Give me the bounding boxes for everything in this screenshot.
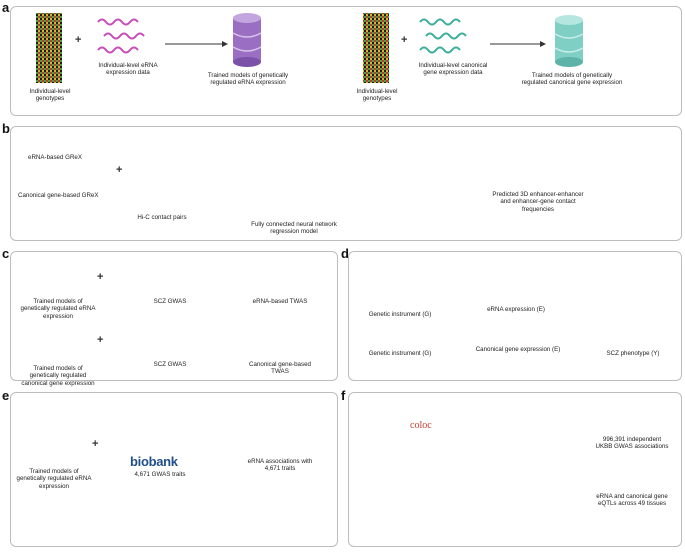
d-gi1-caption: Genetic instrument (G) [368, 311, 432, 318]
f-eqtl-caption: eRNA and canonical gene eQTLs across 49 … [596, 493, 668, 508]
panel-b [10, 126, 682, 241]
panel-e-label: e [2, 388, 10, 403]
f-ukbb-caption: 996,391 independent UKBB GWAS associatio… [595, 436, 669, 451]
panel-f-label: f [341, 388, 346, 403]
canon-expression-caption: Individual-level canonical gene expressi… [418, 62, 488, 77]
predicted-label: Predicted 3D enhancer-enhancer and enhan… [492, 191, 584, 213]
panel-e [10, 392, 338, 547]
plus-sign: + [97, 334, 104, 346]
panel-a-label: a [2, 0, 10, 15]
genotype-grid-1 [36, 13, 62, 83]
c-canon-twas-caption: Canonical gene-based TWAS [249, 361, 311, 376]
panel-d-label: d [341, 246, 349, 261]
canon-wave-group [419, 18, 467, 54]
trained-canon-caption: Trained models of genetically regulated … [521, 72, 623, 87]
erna-wave-group [97, 18, 145, 54]
erna-expression-caption: Individual-level eRNA expression data [98, 62, 158, 77]
genotypes-caption-1: Individual-level genotypes [29, 88, 71, 103]
c-erna-twas-caption: eRNA-based TWAS [252, 298, 308, 305]
coloc-title: coloc [410, 420, 432, 431]
trained-erna-caption: Trained models of genetically regulated … [207, 72, 289, 87]
nn-label: Fully connected neural network regressio… [251, 221, 337, 236]
hic-label: Hi-C contact pairs [137, 214, 187, 221]
panel-c-label: c [2, 246, 10, 261]
erna-grex-label: eRNA-based GReX [28, 154, 82, 161]
c-trained-erna-caption: Trained models of genetically regulated … [20, 298, 96, 320]
e-assoc-caption: eRNA associations with 4,671 traits [247, 458, 313, 473]
biobank-logo: biobank [130, 454, 178, 469]
d-canon-caption: Canonical gene expression (E) [475, 346, 561, 353]
d-scz-caption: SCZ phenotype (Y) [606, 350, 660, 357]
plus-sign: + [401, 34, 408, 46]
panel-d [348, 251, 682, 381]
panel-c [10, 251, 338, 381]
genotypes-caption-2: Individual-level genotypes [356, 88, 398, 103]
c-trained-canon-caption: Trained models of genetically regulated … [21, 365, 95, 387]
panel-f [348, 392, 682, 547]
genotype-grid-2 [363, 13, 389, 83]
e-gwas-caption: 4,671 GWAS traits [134, 471, 186, 478]
plus-sign: + [97, 271, 104, 283]
canon-database-icon [554, 15, 584, 67]
canon-grex-label: Canonical gene-based GReX [18, 192, 99, 199]
plus-sign: + [75, 34, 82, 46]
panel-b-label: b [2, 121, 10, 136]
c-scz-gwas-caption-2: SCZ GWAS [153, 361, 187, 368]
plus-sign: + [92, 438, 99, 450]
e-trained-caption: Trained models of genetically regulated … [16, 468, 92, 490]
d-gi2-caption: Genetic instrument (G) [368, 350, 432, 357]
c-scz-gwas-caption-1: SCZ GWAS [153, 298, 187, 305]
d-erna-caption: eRNA expression (E) [487, 306, 545, 313]
plus-sign: + [116, 164, 123, 176]
erna-database-icon [232, 13, 262, 67]
